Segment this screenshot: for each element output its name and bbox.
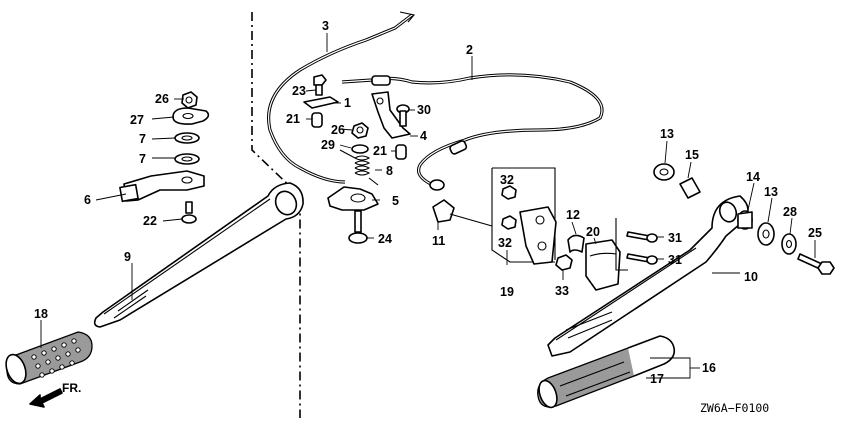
callout-3: 3 — [322, 19, 329, 33]
grip-texture — [31, 338, 81, 378]
callout-22: 22 — [143, 214, 157, 228]
part-cable-2[interactable] — [341, 73, 604, 191]
part-knob-11[interactable] — [432, 199, 493, 227]
part-washer-7b[interactable] — [174, 153, 200, 165]
part-housing-19[interactable] — [519, 206, 557, 265]
callout-4: 4 — [420, 129, 427, 143]
part-lever-9[interactable] — [93, 182, 304, 328]
callout-32b: 32 — [498, 236, 512, 250]
part-screw-22[interactable] — [181, 201, 197, 224]
part-collar-21a[interactable] — [311, 112, 323, 128]
part-screw-31b[interactable] — [626, 253, 658, 265]
callout-9: 9 — [124, 250, 131, 264]
part-spring-8[interactable] — [339, 149, 379, 186]
part-arm-5[interactable] — [327, 186, 379, 211]
callout-31: 31 — [668, 231, 682, 245]
part-bushing-13a[interactable] — [653, 163, 675, 181]
part-washer-29[interactable] — [351, 144, 369, 154]
callout-10: 10 — [744, 270, 758, 284]
part-washer-7a[interactable] — [174, 132, 200, 144]
callout-13: 13 — [660, 127, 674, 141]
callout-26: 26 — [155, 92, 169, 106]
part-plate-27[interactable] — [172, 107, 210, 125]
callout-2: 2 — [466, 43, 473, 57]
part-bushing-13b[interactable] — [757, 222, 775, 246]
callout-26b: 26 — [331, 123, 345, 137]
part-nut-26[interactable] — [181, 91, 198, 109]
callout-33: 33 — [555, 284, 569, 298]
part-cable-3[interactable] — [267, 11, 416, 184]
part-screw-23[interactable] — [313, 74, 327, 96]
callout-21b: 21 — [373, 144, 387, 158]
part-nut-32a[interactable] — [501, 185, 517, 200]
callout-7: 7 — [139, 132, 146, 146]
callout-23: 23 — [292, 84, 306, 98]
callout-8: 8 — [386, 164, 393, 178]
section-divider — [251, 12, 301, 418]
callout-labels: 3 2 23 1 30 26 27 7 7 6 22 9 18 21 26 4 … — [34, 19, 822, 386]
callout-5: 5 — [392, 194, 399, 208]
callout-7b: 7 — [139, 152, 146, 166]
callout-17: 17 — [650, 372, 664, 386]
callout-11: 11 — [432, 234, 445, 248]
callout-29: 29 — [321, 138, 335, 152]
callout-16: 16 — [702, 361, 716, 375]
callout-31b: 31 — [668, 253, 682, 267]
callout-1: 1 — [344, 96, 351, 110]
callout-6: 6 — [84, 193, 91, 207]
part-nut-26b[interactable] — [351, 122, 369, 139]
part-clamp-20[interactable] — [585, 239, 621, 291]
part-bracket-6[interactable] — [119, 170, 205, 203]
callout-24: 24 — [378, 232, 392, 246]
part-spacer-14[interactable] — [737, 210, 753, 230]
callout-27: 27 — [130, 113, 144, 127]
callout-13b: 13 — [764, 185, 778, 199]
callout-12: 12 — [566, 208, 580, 222]
callout-25: 25 — [808, 226, 822, 240]
diagram-code: ZW6A−F0100 — [700, 401, 769, 415]
leader-lines — [40, 33, 816, 379]
callout-21: 21 — [286, 112, 300, 126]
part-bolt-25[interactable] — [797, 253, 835, 275]
part-washer-28[interactable] — [781, 233, 797, 255]
callout-14: 14 — [746, 170, 760, 184]
callout-32: 32 — [500, 173, 514, 187]
callout-18: 18 — [34, 307, 48, 321]
part-collar-21b[interactable] — [395, 144, 407, 160]
part-collar-15[interactable] — [679, 177, 701, 199]
part-bolt-24[interactable] — [348, 210, 368, 244]
callout-28: 28 — [783, 205, 797, 219]
part-bushing-12[interactable] — [567, 234, 585, 253]
part-plate-1[interactable] — [303, 96, 339, 109]
direction-label: FR. — [62, 381, 81, 395]
part-grip-17[interactable] — [536, 335, 676, 410]
callout-19: 19 — [500, 285, 514, 299]
part-nut-33[interactable] — [555, 254, 573, 271]
part-screw-31a[interactable] — [615, 218, 658, 271]
part-grip-18[interactable] — [2, 331, 93, 386]
callout-30: 30 — [417, 103, 431, 117]
callout-20: 20 — [586, 225, 600, 239]
part-bolt-30[interactable] — [396, 104, 410, 127]
part-nut-32b[interactable] — [501, 215, 517, 230]
front-direction-arrow: FR. — [29, 381, 81, 408]
callout-15: 15 — [685, 148, 699, 162]
